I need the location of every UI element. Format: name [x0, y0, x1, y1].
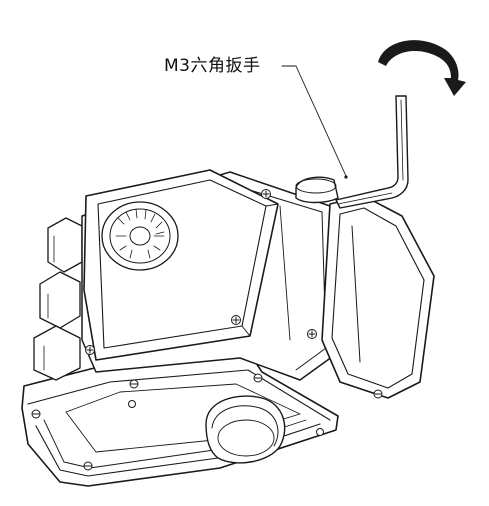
screw — [31, 409, 41, 419]
screw — [231, 315, 241, 325]
cable-entries — [33, 217, 83, 381]
motor-end-cover — [321, 195, 435, 399]
wrench-callout-label: M3六角扳手 — [164, 56, 261, 76]
rotation-arrow-icon — [378, 40, 466, 96]
callout-leader-line — [281, 65, 347, 177]
screws — [31, 189, 383, 471]
position-dial — [101, 201, 179, 271]
screw — [83, 461, 93, 471]
screw — [128, 400, 136, 408]
screw — [129, 379, 139, 389]
screw — [261, 189, 271, 199]
leader-dot — [344, 175, 348, 179]
screw — [85, 345, 95, 355]
screw — [253, 373, 263, 383]
screw — [307, 329, 317, 339]
screw — [373, 389, 383, 399]
indicator-cover — [83, 169, 279, 361]
handwheel-boss — [205, 395, 286, 464]
shaft-boss — [295, 176, 339, 204]
screw — [316, 428, 324, 436]
hex-wrench — [335, 95, 409, 209]
